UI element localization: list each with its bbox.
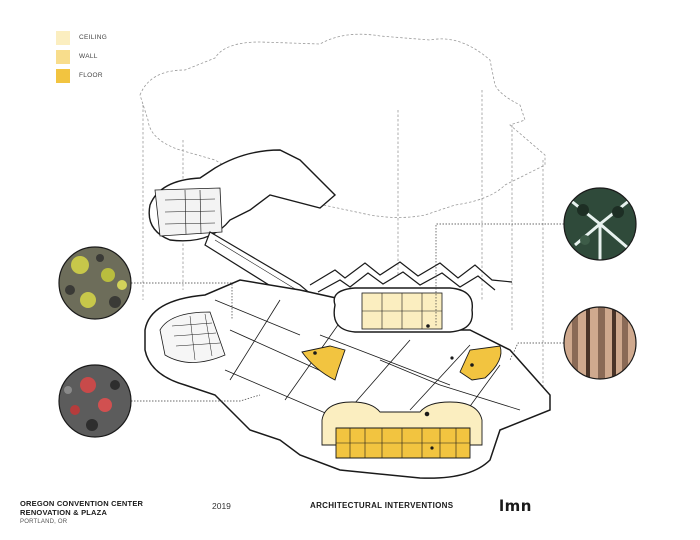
axonometric-drawing	[58, 33, 637, 479]
project-name-line2: RENOVATION & PLAZA	[20, 507, 108, 517]
legend-label-ceiling: CEILING	[79, 34, 108, 41]
lower-lobby	[321, 401, 483, 459]
title-block: OREGON CONVENTION CENTER RENOVATION & PL…	[0, 497, 700, 530]
legend: CEILING WALL FLOOR	[56, 28, 107, 85]
legend-item-wall: WALL	[56, 47, 107, 66]
ceiling-outline	[139, 33, 546, 395]
callout-dots	[426, 324, 454, 450]
project-name-line1: OREGON CONVENTION CENTER	[20, 499, 144, 508]
leader-lines	[131, 223, 564, 402]
upper-wing	[148, 149, 337, 242]
project-year: 2019	[212, 501, 231, 511]
wall-fan-right	[459, 345, 502, 381]
project-location: PORTLAND, OR	[20, 519, 68, 525]
legend-item-ceiling: CEILING	[56, 28, 107, 47]
floor-swatch	[56, 68, 70, 83]
tree-trunks-swatch	[564, 307, 636, 379]
legend-label-wall: WALL	[79, 53, 98, 60]
firm-logo: lmn	[499, 497, 532, 515]
project-name: OREGON CONVENTION CENTER RENOVATION & PL…	[20, 499, 144, 527]
sheet-title: ARCHITECTURAL INTERVENTIONS	[310, 501, 454, 510]
wall-fan-left	[301, 345, 346, 381]
legend-label-floor: FLOOR	[79, 72, 103, 79]
legend-item-floor: FLOOR	[56, 66, 107, 85]
wall-swatch	[56, 49, 70, 64]
central-hall	[333, 287, 474, 333]
forest-canopy-swatch	[564, 188, 636, 260]
lichen-texture-swatch	[59, 247, 131, 319]
ceiling-swatch	[56, 30, 70, 45]
sawtooth-roof	[309, 261, 513, 293]
red-mineral-swatch	[59, 365, 131, 437]
